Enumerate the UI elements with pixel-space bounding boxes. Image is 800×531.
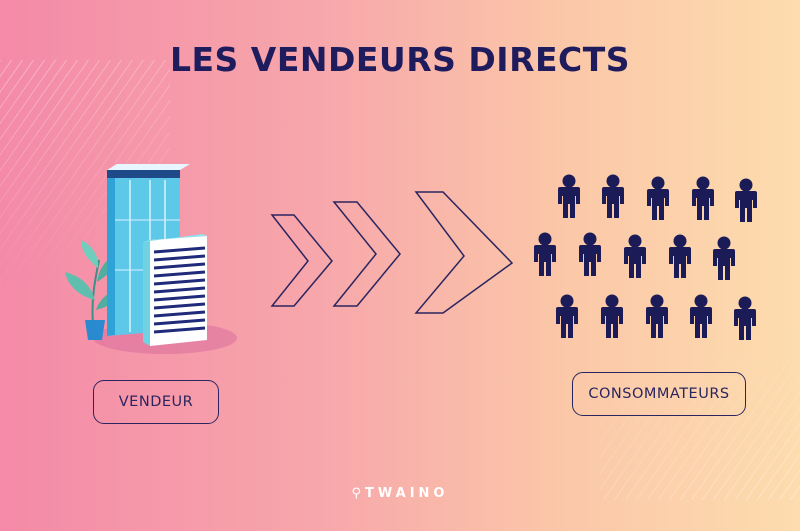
consumers-crowd (534, 174, 757, 340)
person-icon (534, 232, 556, 276)
consumers-label: CONSOMMATEURS (572, 372, 746, 416)
person-icon (602, 174, 624, 218)
chevron-arrow-icon (270, 214, 333, 307)
person-icon (624, 234, 646, 278)
brand-logo: ⚲TWAINO (0, 486, 800, 501)
person-icon (579, 232, 601, 276)
office-building-icon (65, 164, 237, 354)
consumers-label-text: CONSOMMATEURS (588, 386, 730, 402)
person-icon (647, 176, 669, 220)
seller-label-text: VENDEUR (118, 394, 194, 410)
twaino-logo-icon: ⚲ (351, 486, 366, 501)
brand-text: TWAINO (365, 486, 449, 501)
person-icon (556, 294, 578, 338)
flow-arrows (270, 191, 514, 314)
person-icon (734, 296, 756, 340)
person-icon (558, 174, 580, 218)
person-icon (646, 294, 668, 338)
person-icon (692, 176, 714, 220)
page-title: LES VENDEURS DIRECTS (169, 40, 631, 79)
chevron-arrow-icon (332, 201, 401, 307)
chevron-arrow-icon (414, 191, 514, 314)
person-icon (735, 178, 757, 222)
person-icon (669, 234, 691, 278)
seller-label: VENDEUR (93, 380, 219, 424)
person-icon (601, 294, 623, 338)
tower-short (143, 234, 207, 346)
person-icon (690, 294, 712, 338)
person-icon (713, 236, 735, 280)
